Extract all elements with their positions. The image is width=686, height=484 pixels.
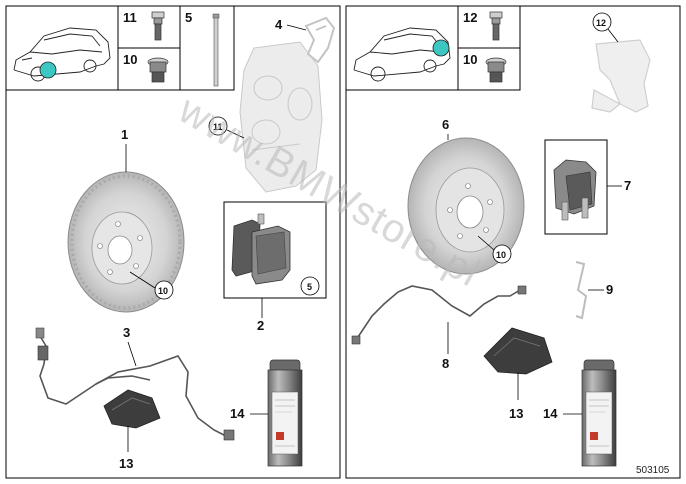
- part-label-13: 13: [119, 456, 133, 471]
- circled-label-11-frame: [208, 116, 228, 136]
- circled-label-10: 10: [158, 286, 168, 296]
- left-panel: 11 10 5: [5, 5, 341, 479]
- location-marker-icon: [39, 61, 57, 79]
- part-label-6: 6: [442, 117, 449, 132]
- leader-3: [127, 341, 137, 367]
- leader-12: [607, 28, 619, 43]
- part-label-1: 1: [121, 127, 128, 142]
- header-box-5: [179, 5, 235, 91]
- bolt-icon: [489, 11, 503, 41]
- plug-icon: [147, 57, 169, 83]
- leader-10-right: [477, 235, 495, 251]
- leader-11: [226, 129, 245, 139]
- part-label-3: 3: [123, 325, 130, 340]
- bolt-icon: [151, 11, 165, 41]
- header-label-5: 5: [185, 10, 192, 25]
- brake-caliper: [239, 41, 323, 193]
- brake-disc: [67, 171, 185, 313]
- header-label-11: 11: [123, 10, 137, 25]
- rear-wear-sensor-parts: [351, 285, 527, 345]
- header-label-12: 12: [463, 10, 477, 25]
- rear-wear-sensor-wire: [355, 285, 521, 341]
- part-label-8: 8: [442, 356, 449, 371]
- circled-label-10-right: 10: [496, 250, 506, 260]
- vehicle-locator-box: [5, 5, 119, 91]
- part-label-9: 9: [606, 282, 613, 297]
- rear-pad-box: [544, 139, 608, 235]
- circled-label-5: 5: [307, 282, 312, 292]
- wear-sensor-wire: [39, 335, 227, 437]
- car-outline-icon: [353, 27, 451, 82]
- pin-icon: [212, 13, 220, 87]
- rear-brake-pads: [553, 159, 597, 221]
- circled-label-5-frame: [300, 276, 320, 296]
- spray-can-icon: [581, 359, 617, 467]
- caliper-carrier: [591, 39, 651, 113]
- circled-label-11: 11: [213, 122, 223, 132]
- right-panel: 12 10 12 6: [345, 5, 681, 479]
- document-number: 503105: [636, 465, 670, 476]
- leader-10: [129, 271, 156, 289]
- part-label-2: 2: [257, 318, 264, 333]
- wear-sensor-parts: [35, 327, 235, 441]
- brake-pads: [231, 213, 291, 285]
- part-label-4: 4: [275, 17, 283, 32]
- part-label-13-right: 13: [509, 406, 523, 421]
- leader-4: [286, 24, 307, 31]
- brake-disc-rear: [407, 137, 525, 275]
- circled-label-12: 12: [596, 18, 606, 28]
- header-label-10: 10: [123, 52, 137, 67]
- part-label-14: 14: [230, 406, 245, 421]
- spray-can-icon: [267, 359, 303, 467]
- header-box-10-right: [457, 47, 521, 91]
- plug-icon: [485, 57, 507, 83]
- rear-pad-clip: [575, 261, 588, 320]
- brake-pad-box: [223, 201, 327, 299]
- location-marker-icon: [432, 39, 450, 57]
- grease-pad-right: [483, 327, 553, 375]
- car-outline-icon: [13, 27, 111, 82]
- circled-label-10-frame: [154, 280, 174, 300]
- circled-label-12-frame: [592, 12, 612, 32]
- brake-pad-clip: [304, 16, 336, 64]
- grease-pad: [103, 389, 161, 429]
- part-label-7: 7: [624, 178, 631, 193]
- circled-label-10-right-frame: [492, 244, 512, 264]
- header-label-10-right: 10: [463, 52, 477, 67]
- part-label-14-right: 14: [543, 406, 558, 421]
